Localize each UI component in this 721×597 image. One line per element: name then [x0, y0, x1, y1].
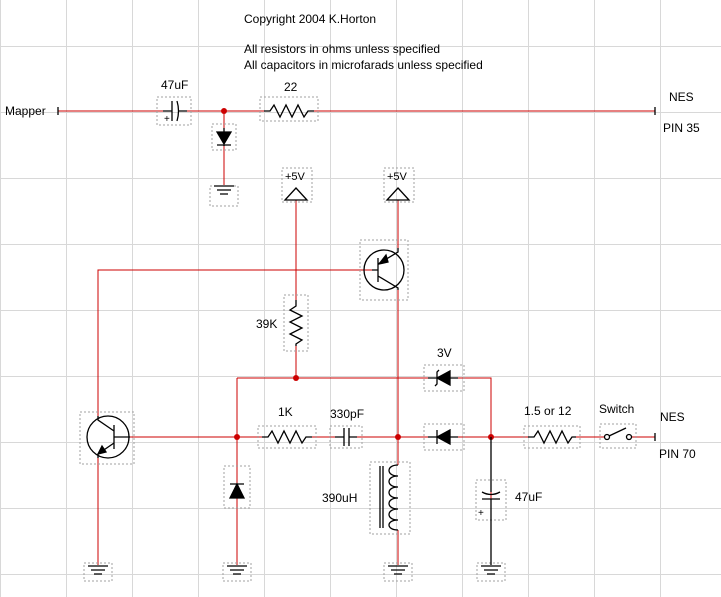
- capacitor-47uf-top: [163, 100, 187, 122]
- wire-pnp-base-loop: [97, 269, 372, 416]
- resistor-units-note: All resistors in ohms unless specified: [244, 42, 441, 56]
- junction-dot: [395, 434, 401, 440]
- switch-label: Switch: [599, 402, 635, 416]
- resistor-39k: [288, 300, 304, 346]
- junction-dot: [293, 375, 299, 381]
- supply-5v-right: [385, 187, 411, 201]
- ground-npn: [88, 565, 108, 575]
- inductor-390uh: [379, 464, 399, 531]
- ground-top: [214, 185, 234, 195]
- resistor-1k: [262, 429, 312, 445]
- capacitor-47uf-top-polarity: +: [164, 114, 170, 125]
- mapper-label: Mapper: [5, 104, 46, 118]
- zener-diode-3v: [428, 369, 458, 387]
- capacitor-47uf-top-label: 47uF: [161, 78, 189, 92]
- junction-dot: [234, 434, 240, 440]
- resistor-1-5-or-12-label: 1.5 or 12: [524, 404, 572, 418]
- resistor-1-5-or-12: [528, 429, 576, 445]
- resistor-1k-label: 1K: [278, 405, 293, 419]
- component-outlines: [79, 96, 637, 582]
- ground-inductor: [388, 565, 408, 575]
- diode-top: [215, 128, 233, 146]
- pin35-label: PIN 35: [663, 121, 700, 135]
- switch: [603, 427, 633, 441]
- resistor-22: [264, 103, 314, 119]
- capacitor-330pf: [335, 428, 357, 446]
- pin70-label: PIN 70: [659, 447, 696, 461]
- supply-5v-left: [283, 187, 309, 201]
- ground-filter: [481, 565, 501, 575]
- inductor-390uh-label: 390uH: [322, 491, 358, 505]
- resistor-39k-label: 39K: [256, 317, 278, 331]
- capacitor-47uf-filter-polarity: +: [478, 508, 484, 519]
- supply-5v-right-label: +5V: [387, 171, 407, 183]
- copyright-text: Copyright 2004 K.Horton: [244, 12, 377, 26]
- nes-bottom-label: NES: [660, 410, 685, 424]
- junctions: [221, 108, 494, 440]
- capacitor-330pf-label: 330pF: [330, 407, 365, 421]
- supply-5v-left-label: +5V: [285, 171, 305, 183]
- nes-top-label: NES: [669, 90, 694, 104]
- ground-left-diode: [227, 565, 247, 575]
- zener-3v-label: 3V: [437, 346, 452, 360]
- capacitor-units-note: All capacitors in microfarads unless spe…: [244, 58, 483, 72]
- transistor-npn: [86, 415, 130, 459]
- junction-dot: [221, 108, 227, 114]
- capacitor-47uf-filter: [481, 437, 501, 565]
- transistor-pnp: [363, 248, 405, 291]
- resistor-22-label: 22: [284, 80, 298, 94]
- diode-main: [428, 428, 458, 446]
- diode-left: [228, 482, 246, 499]
- capacitor-47uf-filter-label: 47uF: [515, 490, 543, 504]
